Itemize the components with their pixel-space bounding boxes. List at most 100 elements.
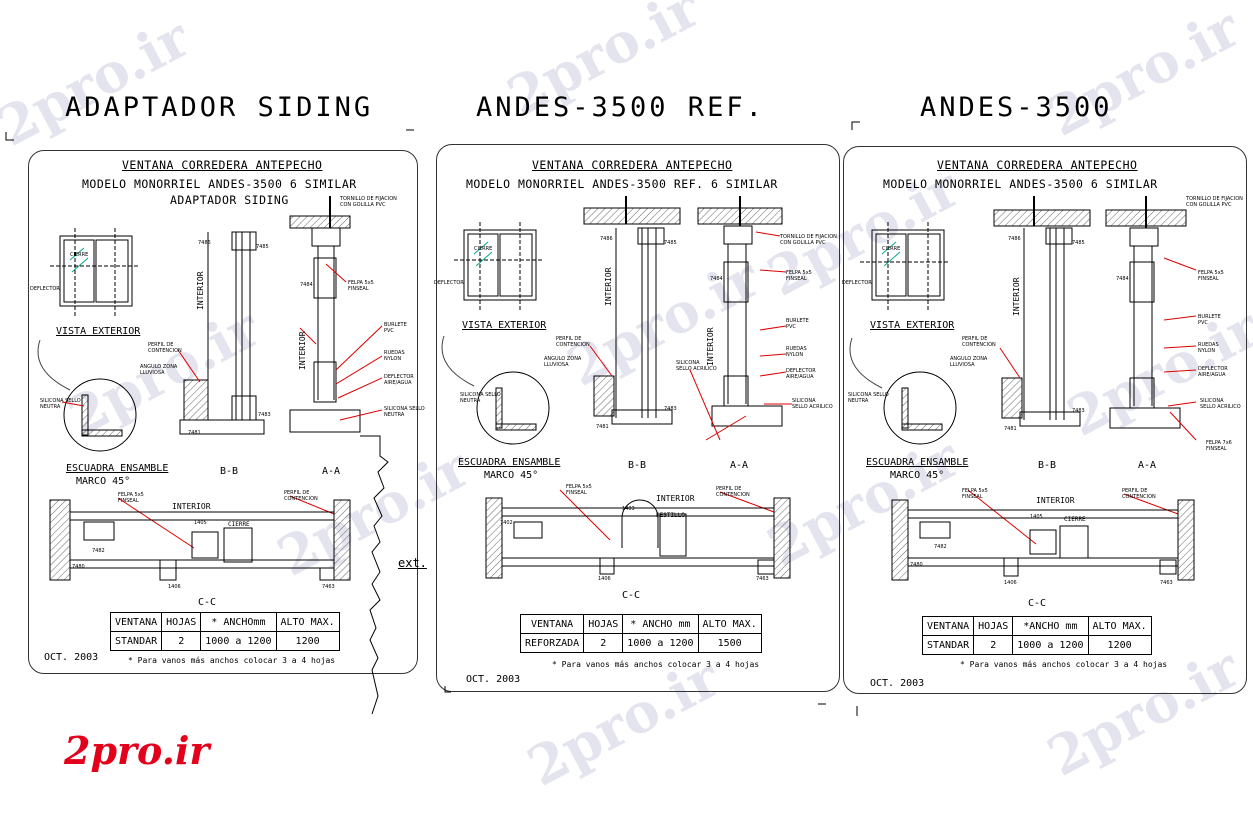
p3-section-cc: C-C xyxy=(1028,598,1047,609)
p1-callout-felpa-2: FELPA 5x5 FINSEAL xyxy=(118,492,144,504)
p2-th-ventana: VENTANA xyxy=(519,614,585,634)
p3-part-7486: 7486 xyxy=(1008,236,1021,242)
p2-part-7481: 7481 xyxy=(596,424,609,430)
p2-callout-silicona: SILICONA SELLO NEUTRA xyxy=(460,392,501,404)
p2-section-aa: A-A xyxy=(730,460,749,471)
p3-callout-burlete: BURLETE PVC xyxy=(1198,314,1221,326)
p1-callout-felpa: FELPA 5x5 FINSEAL xyxy=(348,280,374,292)
p2-part-1406: 1406 xyxy=(598,576,611,582)
p1-th-hojas: HOJAS xyxy=(161,612,202,632)
p1-part-7480: 7480 xyxy=(72,564,85,570)
p2-td-hojas: 2 xyxy=(583,633,624,653)
p2-td-ventana: REFORZADA xyxy=(519,633,585,653)
p1-interior-bb: INTERIOR xyxy=(196,271,205,310)
p3-td-hojas: 2 xyxy=(973,635,1014,655)
p1-callout-perfil-2: PERFIL DE CONTENCION xyxy=(284,490,318,502)
p3-spec-table: VENTANA HOJAS *ANCHO mm ALTO MAX. STANDA… xyxy=(921,616,1152,655)
p2-spec-table: VENTANA HOJAS * ANCHO mm ALTO MAX. REFOR… xyxy=(519,614,762,653)
p2-part-7485: 7485 xyxy=(664,240,677,246)
p3-callout-cierre: CIERRE xyxy=(882,246,901,252)
p1-part-7484: 7484 xyxy=(300,282,313,288)
p1-interior-aa: INTERIOR xyxy=(298,331,307,370)
p2-callout-cierre: CIERRE xyxy=(474,246,493,252)
p3-part-7482: 7482 xyxy=(934,544,947,550)
p3-part-7480: 7480 xyxy=(910,562,923,568)
p3-th-alto: ALTO MAX. xyxy=(1087,616,1152,636)
p1-callout-silicona: SILICONA SELLO NEUTRA xyxy=(40,398,81,410)
p1-spec-table: VENTANA HOJAS * ANCHOmm ALTO MAX. STANDA… xyxy=(109,612,340,651)
p2-callout-felpa: FELPA 5x5 FINSEAL xyxy=(786,270,812,282)
p1-header3: ADAPTADOR SIDING xyxy=(170,193,289,207)
title-adaptador-siding: ADAPTADOR SIDING xyxy=(65,92,374,123)
p1-callout-deflector: DEFLECTOR xyxy=(30,286,60,292)
p3-note: * Para vanos más anchos colocar 3 a 4 ho… xyxy=(960,660,1168,669)
p1-th-alto: ALTO MAX. xyxy=(275,612,340,632)
p3-escuadra-ensamble: ESCUADRA ENSAMBLE xyxy=(866,457,969,468)
panel-1-drawing xyxy=(37,196,389,715)
p1-escuadra-ensamble: ESCUADRA ENSAMBLE xyxy=(66,463,169,474)
p3-callout-deflector-aire: DEFLECTOR AIRE/AGUA xyxy=(1198,366,1228,378)
p1-callout-tornillo: TORNILLO DE FIJACION CON GOLILLA PVC xyxy=(340,196,397,208)
p3-callout-silicona-acrilica: SILICONA SELLO ACRILICO xyxy=(1200,398,1241,410)
p3-header1: VENTANA CORREDERA ANTEPECHO xyxy=(937,158,1138,172)
p2-date: OCT. 2003 xyxy=(466,674,521,685)
p2-callout-ruedas: RUEDAS NYLON xyxy=(786,346,807,358)
p3-td-ventana: STANDAR xyxy=(921,635,975,655)
p1-part-1405: 1405 xyxy=(194,520,207,526)
p1-header1: VENTANA CORREDERA ANTEPECHO xyxy=(122,158,323,172)
p2-marco-45: MARCO 45° xyxy=(484,470,539,481)
p3-callout-silicona: SILICONA SELLO NEUTRA xyxy=(848,392,889,404)
p1-td-ventana: STANDAR xyxy=(109,631,163,651)
p2-vista-exterior: VISTA EXTERIOR xyxy=(462,320,547,331)
p1-td-alto: 1200 xyxy=(275,631,340,651)
p2-section-cc: C-C xyxy=(622,590,641,601)
p1-callout-angulo: ANGULO ZONA LLUVIOSA xyxy=(140,364,178,376)
p2-interior-aa: INTERIOR xyxy=(706,327,715,366)
p2-th-ancho: * ANCHO mm xyxy=(622,614,699,634)
p3-cierre: CIERRE xyxy=(1064,516,1086,523)
p2-td-ancho: 1000 a 1200 xyxy=(622,633,699,653)
p2-part-7483: 7483 xyxy=(664,406,677,412)
p1-part-7481: 7481 xyxy=(188,430,201,436)
p3-vista-exterior: VISTA EXTERIOR xyxy=(870,320,955,331)
p1-part-7486: 7486 xyxy=(198,240,211,246)
p1-header2: MODELO MONORRIEL ANDES-3500 6 SIMILAR xyxy=(82,177,357,191)
p1-vista-exterior: VISTA EXTERIOR xyxy=(56,326,141,337)
p1-marco-45: MARCO 45° xyxy=(76,476,131,487)
p3-part-1406: 1406 xyxy=(1004,580,1017,586)
p2-th-alto: ALTO MAX. xyxy=(697,614,762,634)
p2-callout-perfil-2: PERFIL DE CONTENCION xyxy=(716,486,750,498)
p3-callout-perfil: PERFIL DE CONTENCION xyxy=(962,336,996,348)
p2-note: * Para vanos más anchos colocar 3 a 4 ho… xyxy=(552,660,760,669)
p2-callout-deflector-aire: DEFLECTOR AIRE/AGUA xyxy=(786,368,816,380)
p1-part-7483: 7483 xyxy=(258,412,271,418)
p3-callout-deflector: DEFLECTOR xyxy=(842,280,872,286)
p3-section-aa: A-A xyxy=(1138,460,1157,471)
p2-interior: INTERIOR xyxy=(656,494,695,503)
p1-section-cc: C-C xyxy=(198,597,217,608)
p2-callout-silicona-sello: SILICONA SELLO ACRILICO xyxy=(676,360,717,372)
p3-part-7485: 7485 xyxy=(1072,240,1085,246)
p3-td-ancho: 1000 a 1200 xyxy=(1012,635,1089,655)
p3-th-ancho: *ANCHO mm xyxy=(1012,616,1089,636)
p2-callout-burlete: BURLETE PVC xyxy=(786,318,809,330)
p2-pestillo: PESTILLO xyxy=(656,512,685,519)
panel-3-drawing xyxy=(849,196,1197,581)
panel-3 xyxy=(843,146,1247,694)
p1-callout-cierre: CIERRE xyxy=(70,252,89,258)
title-andes-3500: ANDES-3500 xyxy=(920,92,1113,123)
title-andes-3500-ref: ANDES-3500 REF. xyxy=(476,92,765,123)
p3-callout-felpa-2: FELPA 5x5 FINSEAL xyxy=(962,488,988,500)
p2-header1: VENTANA CORREDERA ANTEPECHO xyxy=(532,158,733,172)
p1-ext: ext. xyxy=(398,556,427,570)
panel-1 xyxy=(28,150,418,674)
panel-2 xyxy=(436,144,840,692)
p3-part-7484: 7484 xyxy=(1116,276,1129,282)
p2-callout-felpa-2: FELPA 5x5 FINSEAL xyxy=(566,484,592,496)
p3-interior-bb: INTERIOR xyxy=(1012,277,1021,316)
p1-callout-burlete: BURLETE PVC xyxy=(384,322,407,334)
p3-date: OCT. 2003 xyxy=(870,678,925,689)
p1-part-1406: 1406 xyxy=(168,584,181,590)
p2-part-7484: 7484 xyxy=(710,276,723,282)
